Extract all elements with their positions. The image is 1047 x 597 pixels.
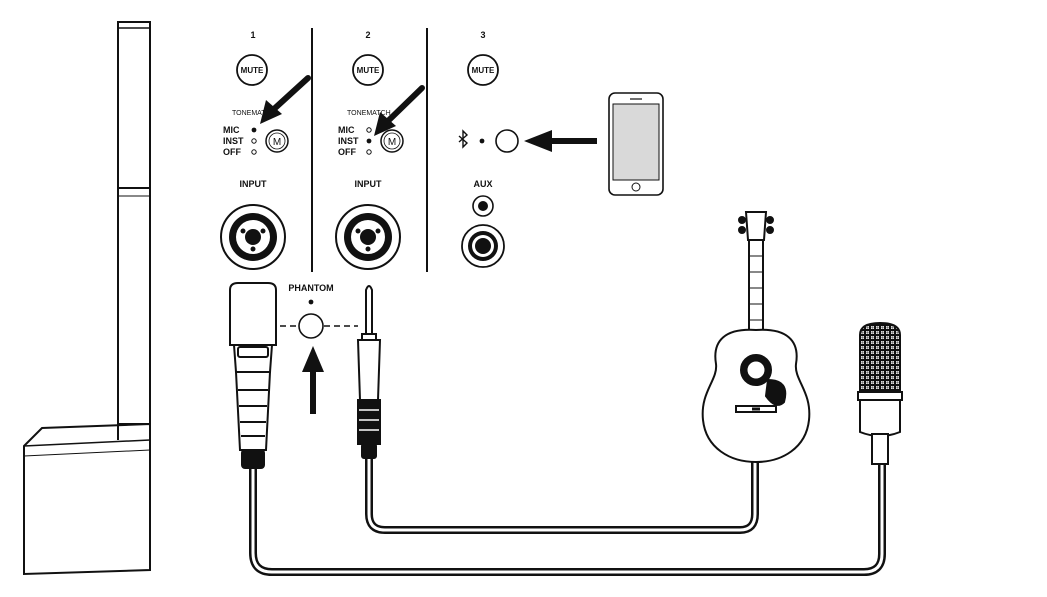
phantom-arrow	[302, 346, 324, 414]
channel-2: 2 MUTE TONEMATCH MIC INST OFF M INPUT	[335, 30, 425, 270]
condenser-microphone-illustration	[857, 321, 903, 465]
phantom-led	[308, 299, 314, 305]
channel-3-mute-button[interactable]: MUTE	[467, 54, 499, 86]
bluetooth-pair-button[interactable]	[495, 129, 519, 153]
channel-2-mode-off: OFF	[338, 147, 356, 157]
channel-1-input-label: INPUT	[240, 179, 268, 189]
smartphone-illustration	[608, 92, 664, 196]
channel-3: 3 MUTE AUX	[458, 30, 597, 268]
channel-1-led-off	[251, 149, 257, 155]
channel-1-number: 1	[250, 30, 255, 40]
bluetooth-icon	[458, 129, 469, 149]
aux-quarter-inch-jack[interactable]	[461, 224, 505, 268]
channel-1-mode-mic: MIC	[223, 125, 240, 135]
channel-2-number: 2	[365, 30, 370, 40]
xlr-cable	[249, 460, 886, 576]
channel-2-led-mic	[366, 127, 372, 133]
channel-1-combo-jack[interactable]	[220, 204, 286, 270]
channel-2-combo-jack[interactable]	[335, 204, 401, 270]
channel-2-arrow	[374, 85, 425, 136]
channel-1-mute-label: MUTE	[241, 66, 264, 75]
channel-1: 1 MUTE TONEMATCH MIC INST OFF M INPUT	[220, 30, 311, 270]
channel-2-input-label: INPUT	[355, 179, 383, 189]
channel-2-tonematch-label: TONEMATCH	[347, 110, 391, 117]
channel-2-mode-mic: MIC	[338, 125, 355, 135]
speaker-illustration	[23, 21, 151, 576]
channel-2-tonematch-button[interactable]: M	[380, 129, 404, 153]
phone-arrow	[524, 130, 597, 152]
phantom-power-button[interactable]	[298, 313, 324, 339]
channel-1-led-mic	[251, 127, 257, 133]
quarter-inch-plug	[356, 285, 382, 459]
channel-2-led-inst	[366, 138, 372, 144]
channel-1-tonematch-label: TONEMATCH	[232, 110, 276, 117]
channel-1-arrow	[260, 75, 311, 124]
bluetooth-led	[479, 138, 485, 144]
channel-1-mode-off: OFF	[223, 147, 241, 157]
aux-label: AUX	[473, 179, 492, 189]
channel-2-led-off	[366, 149, 372, 155]
channel-3-number: 3	[480, 30, 485, 40]
acoustic-guitar-illustration	[701, 211, 811, 464]
channel-1-mute-button[interactable]: MUTE	[236, 54, 268, 86]
channel-2-mute-button[interactable]: MUTE	[352, 54, 384, 86]
channel-1-led-inst	[251, 138, 257, 144]
channel-1-tonematch-m: M	[273, 137, 281, 148]
aux-mini-jack[interactable]	[472, 195, 494, 217]
channel-3-mute-label: MUTE	[472, 66, 495, 75]
cables	[249, 452, 886, 576]
instrument-cable	[365, 452, 759, 534]
xlr-connector	[229, 282, 277, 469]
phantom-power: PHANTOM	[270, 283, 358, 414]
channel-1-mode-inst: INST	[223, 136, 244, 146]
channel-2-tonematch-m: M	[388, 137, 396, 148]
channel-1-tonematch-button[interactable]: M	[265, 129, 289, 153]
phantom-label: PHANTOM	[288, 283, 333, 293]
channel-2-mute-label: MUTE	[357, 66, 380, 75]
channel-2-mode-inst: INST	[338, 136, 359, 146]
